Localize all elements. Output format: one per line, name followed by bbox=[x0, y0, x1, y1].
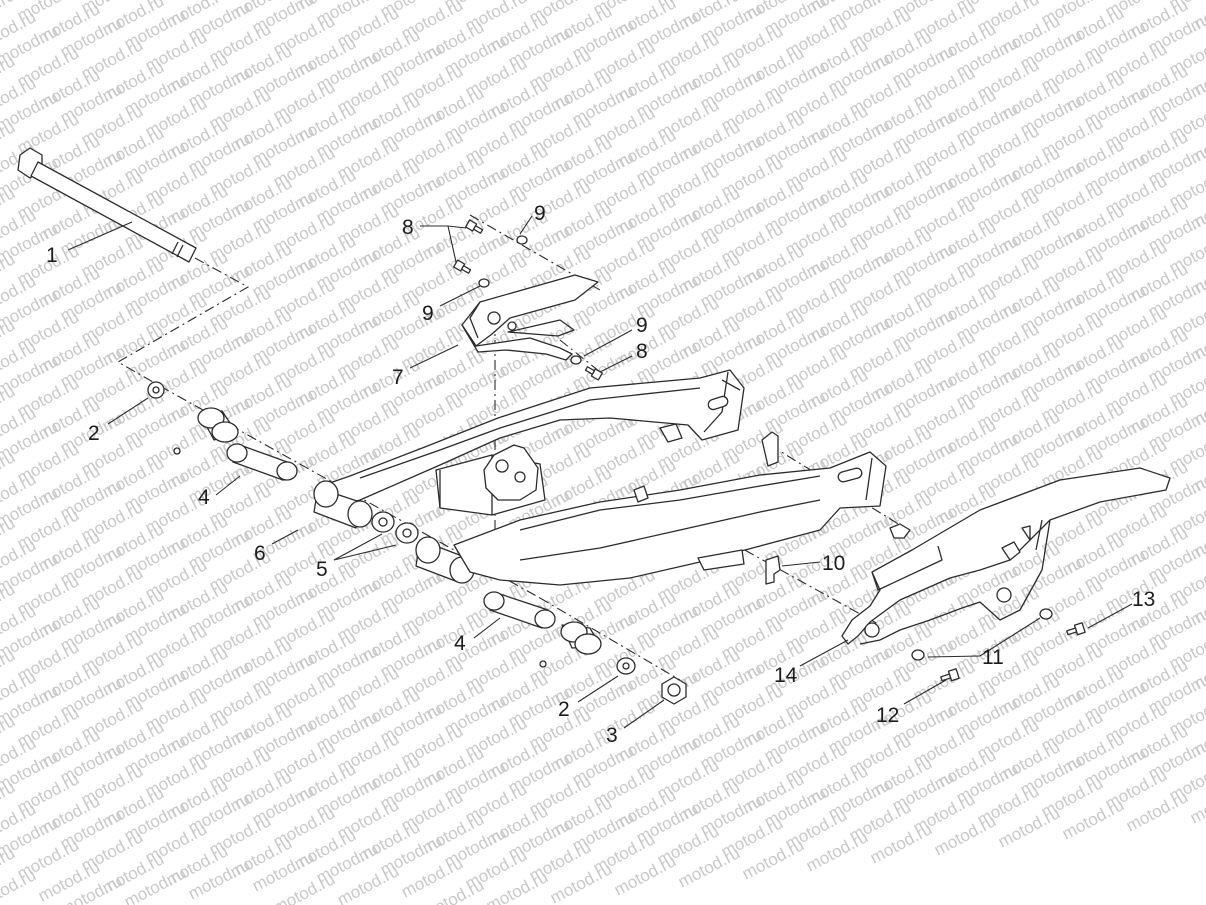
callout-2-upper: 2 bbox=[88, 422, 100, 445]
callout-9-middle: 9 bbox=[422, 302, 434, 325]
callout-7: 7 bbox=[392, 366, 404, 389]
watermark-text: motod.ru bbox=[0, 865, 39, 905]
callout-9-lower: 9 bbox=[636, 314, 648, 337]
callout-6: 6 bbox=[254, 542, 266, 565]
callout-12: 12 bbox=[876, 704, 899, 727]
callout-8-lower: 8 bbox=[636, 340, 648, 363]
callout-3: 3 bbox=[606, 724, 618, 747]
callout-5: 5 bbox=[316, 558, 328, 581]
washer-upper bbox=[147, 381, 165, 399]
callout-8-upper: 8 bbox=[402, 216, 414, 239]
callout-2-lower: 2 bbox=[558, 698, 570, 721]
callout-14: 14 bbox=[774, 664, 798, 687]
callout-1: 1 bbox=[46, 244, 58, 267]
callout-13: 13 bbox=[1132, 588, 1155, 611]
callout-10: 10 bbox=[822, 552, 845, 575]
callout-11: 11 bbox=[982, 646, 1004, 669]
washer-lower bbox=[616, 657, 636, 675]
callout-4-upper: 4 bbox=[198, 486, 210, 509]
callout-4-lower: 4 bbox=[454, 632, 466, 655]
callout-9-upper: 9 bbox=[534, 202, 546, 225]
